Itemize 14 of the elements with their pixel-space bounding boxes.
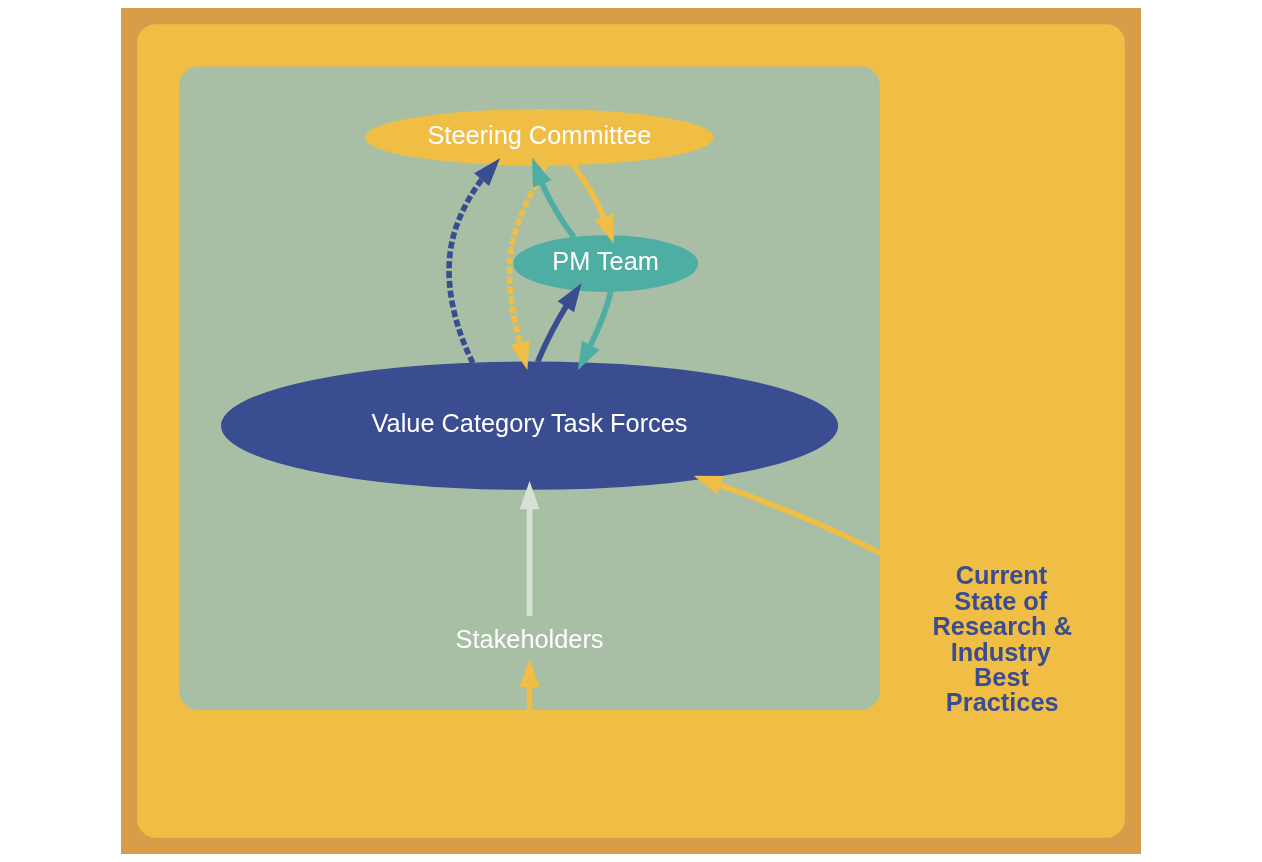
arrow (577, 290, 614, 371)
node-text: Stakeholders (455, 624, 604, 653)
arrow (446, 158, 500, 365)
arrow (532, 157, 577, 239)
node-ellipse: Value Category Task Forces (221, 361, 839, 490)
cluster (137, 24, 1125, 838)
arrow (570, 163, 614, 244)
arrow (506, 164, 548, 370)
node-ellipse: PM Team (513, 235, 699, 292)
cluster (179, 66, 880, 710)
node-text: Current State of Research & Industry Best Practices (932, 561, 1072, 717)
arrow (535, 283, 582, 363)
arrow (519, 481, 540, 617)
node-ellipse: Steering Committee (365, 109, 714, 166)
